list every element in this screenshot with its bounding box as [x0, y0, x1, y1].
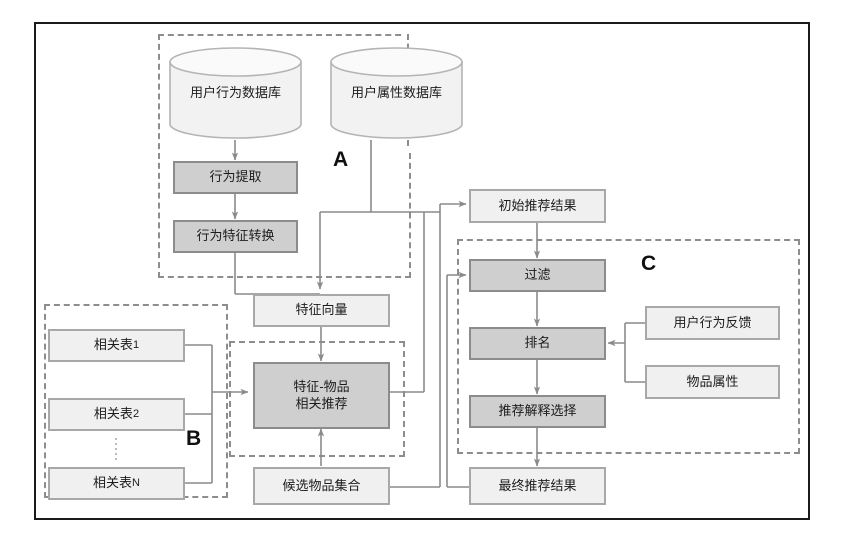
node-explain-select-label: 推荐解释选择 [498, 403, 577, 419]
node-item-attribute-label: 物品属性 [686, 373, 739, 389]
node-ranking-label: 排名 [524, 335, 551, 351]
node-feature-item-recommend-line1: 特征-物品 [293, 379, 350, 395]
node-explain-select[interactable]: 推荐解释选择 [469, 395, 606, 428]
node-filter[interactable]: 过滤 [469, 259, 606, 292]
node-behavior-feature-convert-label: 行为特征转换 [196, 228, 275, 244]
node-relation-table-n-label: 相关表 [93, 475, 133, 491]
node-feature-vector[interactable]: 特征向量 [253, 294, 390, 327]
node-final-result-label: 最终推荐结果 [498, 477, 577, 493]
db-user-attribute-label: 用户属性数据库 [350, 84, 442, 100]
node-user-behavior-feedback[interactable]: 用户行为反馈 [645, 306, 780, 340]
node-final-result[interactable]: 最终推荐结果 [469, 467, 606, 505]
node-behavior-extract[interactable]: 行为提取 [173, 161, 298, 194]
db-user-attribute[interactable]: 用户属性数据库 [329, 46, 464, 140]
node-filter-label: 过滤 [524, 267, 551, 283]
region-c-boundary [457, 239, 800, 454]
node-item-attribute[interactable]: 物品属性 [645, 365, 780, 399]
node-feature-vector-label: 特征向量 [295, 302, 348, 318]
node-behavior-feature-convert[interactable]: 行为特征转换 [173, 220, 298, 253]
region-c-label: C [641, 252, 657, 275]
cylinder-shape [330, 47, 463, 139]
node-behavior-extract-label: 行为提取 [209, 169, 262, 185]
db-user-behavior-label: 用户行为数据库 [189, 84, 281, 100]
node-candidate-item-set-label: 候选物品集合 [282, 477, 361, 493]
node-candidate-item-set[interactable]: 候选物品集合 [253, 467, 390, 505]
node-relation-table-1-label: 相关表 [93, 337, 133, 353]
region-recommend-boundary [229, 341, 405, 457]
region-a-boundary [158, 34, 411, 278]
node-feature-item-recommend[interactable]: 特征-物品 相关推荐 [253, 362, 390, 429]
node-ranking[interactable]: 排名 [469, 327, 606, 360]
node-relation-table-2-index: 2 [132, 407, 140, 420]
node-initial-result-label: 初始推荐结果 [498, 197, 577, 213]
node-initial-result[interactable]: 初始推荐结果 [469, 189, 606, 223]
node-feature-item-recommend-line2: 相关推荐 [295, 395, 348, 411]
node-relation-table-1-index: 1 [132, 338, 140, 351]
region-b-label: B [186, 427, 202, 450]
node-relation-table-2-label: 相关表 [93, 406, 133, 422]
node-relation-table-n-index: N [132, 476, 140, 489]
cylinder-shape [169, 47, 302, 139]
region-a-label: A [333, 148, 349, 171]
node-user-behavior-feedback-label: 用户行为反馈 [673, 314, 752, 330]
db-user-behavior[interactable]: 用户行为数据库 [168, 46, 303, 140]
